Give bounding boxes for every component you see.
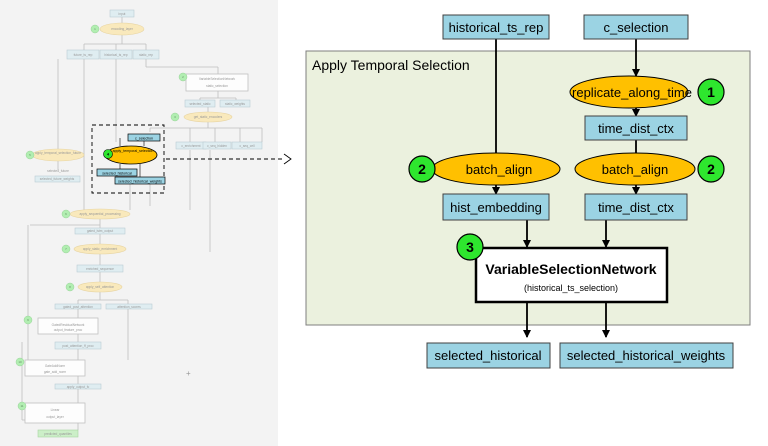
variable-selection-network-box bbox=[474, 246, 669, 304]
ov-self-attn: apply_self_attention bbox=[86, 285, 115, 289]
ov-historical-ts: historical_ts_rep bbox=[104, 53, 127, 57]
replicate-along-time-op bbox=[569, 75, 689, 109]
ov-selected-future: selected_future bbox=[47, 169, 69, 173]
ov-badge-9: 9 bbox=[27, 318, 29, 322]
time-dist-ctx-label-2: time_dist_ctx bbox=[598, 200, 674, 215]
ov-badge-6: 6 bbox=[65, 212, 67, 216]
ov-badge-5: 5 bbox=[29, 153, 31, 157]
step-badge-replicate bbox=[697, 78, 725, 106]
ov-encoding: encoding_layer bbox=[111, 27, 134, 31]
replicate-along-time-label: replicate_along_time bbox=[572, 85, 692, 100]
ov-static-rep: static_rep bbox=[139, 53, 153, 57]
ov-grn: GatedResidualNetwork bbox=[52, 323, 85, 327]
time-dist-ctx-label-1: time_dist_ctx bbox=[598, 121, 674, 136]
step-badge-batch-left-label: 2 bbox=[418, 161, 426, 177]
vsn-title: VariableSelectionNetwork bbox=[485, 261, 656, 277]
ov-enriched-seq: enriched_sequence bbox=[86, 267, 114, 271]
step-badge-vsn bbox=[456, 233, 484, 261]
ov-selected-static: selected_static bbox=[189, 102, 210, 106]
batch-align-op-right bbox=[574, 152, 696, 186]
ov-apply-future: apply_temporal_selection_future bbox=[35, 151, 81, 155]
ov-predicted: predicted_quantiles bbox=[44, 432, 72, 436]
ov-input: input bbox=[119, 12, 126, 16]
ov-vsn: VariableSelectionNetwork bbox=[199, 77, 236, 81]
selected-historical-weights-label: selected_historical_weights bbox=[567, 348, 726, 363]
ov-output-proc: output_feature_proc bbox=[54, 328, 83, 332]
ov-gated-lstm: gated_lstm_output bbox=[87, 229, 113, 233]
ov-linear: Linear bbox=[51, 408, 61, 412]
batch-align-label-left: batch_align bbox=[466, 162, 533, 177]
ov-c-selection: c_selection bbox=[135, 137, 153, 141]
ov-gan-sub: gate_add_norm bbox=[44, 370, 67, 374]
step-badge-vsn-label: 3 bbox=[466, 239, 474, 255]
zoom-pointer-head bbox=[283, 153, 292, 165]
ov-badge-7: 7 bbox=[65, 247, 67, 251]
step-badge-replicate-label: 1 bbox=[707, 84, 715, 100]
ov-apply-temporal: apply_temporal_selection bbox=[113, 149, 154, 153]
overview-graph: input encoding_layer future_ts_rep histo… bbox=[15, 9, 263, 438]
ov-gan: GateAddNorm bbox=[45, 364, 66, 368]
ov-c-enrichment: c_enrichment bbox=[181, 144, 200, 148]
ov-seq-proc: apply_sequential_processing bbox=[79, 212, 120, 216]
crosshair-icon: + bbox=[186, 369, 191, 378]
ov-static-enrich: apply_static_enrichment bbox=[83, 247, 117, 251]
time-dist-ctx-box-1 bbox=[584, 115, 688, 141]
ov-badge-4: 4 bbox=[107, 152, 110, 157]
vsn-subtitle: (historical_ts_selection) bbox=[524, 283, 618, 293]
time-dist-ctx-box-2 bbox=[584, 193, 688, 221]
ov-badge-10: 10 bbox=[18, 360, 22, 364]
ov-gated-post-attn: gated_post_attention bbox=[63, 305, 93, 309]
hist-embedding-label: hist_embedding bbox=[450, 200, 542, 215]
ov-static-selection: static_selection bbox=[206, 84, 228, 88]
ov-output-layer: output_layer bbox=[46, 415, 64, 419]
ov-get-static: get_static_encoders bbox=[194, 115, 223, 119]
ov-future-weights: selected_future_weights bbox=[40, 177, 75, 181]
step-badge-batch-left bbox=[408, 155, 436, 183]
ov-badge-3: 3 bbox=[174, 115, 176, 119]
step-badge-batch-right-label: 2 bbox=[707, 161, 715, 177]
ov-selected-historical: selected_historical bbox=[102, 172, 132, 176]
overview-highlight: c_selection apply_temporal_selection 4 s… bbox=[91, 124, 166, 194]
c-selection-label: c_selection bbox=[603, 20, 668, 35]
ov-badge-1: 1 bbox=[94, 27, 96, 31]
step-badge-batch-right bbox=[697, 155, 725, 183]
c-selection-box bbox=[583, 14, 689, 40]
ov-post-attn-ff: post_attention_ff_proc bbox=[62, 344, 94, 348]
historical-ts-rep-label: historical_ts_rep bbox=[449, 20, 544, 35]
ov-attn-scores: attention_scores bbox=[117, 305, 141, 309]
ov-apply-output: apply_output_fc bbox=[67, 385, 90, 389]
hist-embedding-box bbox=[442, 193, 550, 221]
ov-c-seq-hidden: c_seq_hidden bbox=[207, 144, 227, 148]
ov-badge-11: 11 bbox=[20, 404, 23, 408]
selected-historical-box bbox=[426, 342, 551, 369]
historical-ts-rep-box bbox=[442, 14, 550, 40]
batch-align-label-right: batch_align bbox=[602, 162, 669, 177]
ov-badge-8: 8 bbox=[69, 285, 71, 289]
ov-c-seq-cell: c_seq_cell bbox=[239, 144, 254, 148]
ov-selected-historical-weights: selected_historical_weights bbox=[118, 180, 162, 184]
ov-static-weights: static_weights bbox=[225, 102, 245, 106]
ov-badge-2: 2 bbox=[182, 75, 184, 79]
frame-title: Apply Temporal Selection bbox=[312, 57, 470, 73]
selected-historical-label: selected_historical bbox=[435, 348, 542, 363]
selected-historical-weights-box bbox=[559, 342, 734, 369]
ov-future-ts: future_ts_rep bbox=[74, 53, 93, 57]
